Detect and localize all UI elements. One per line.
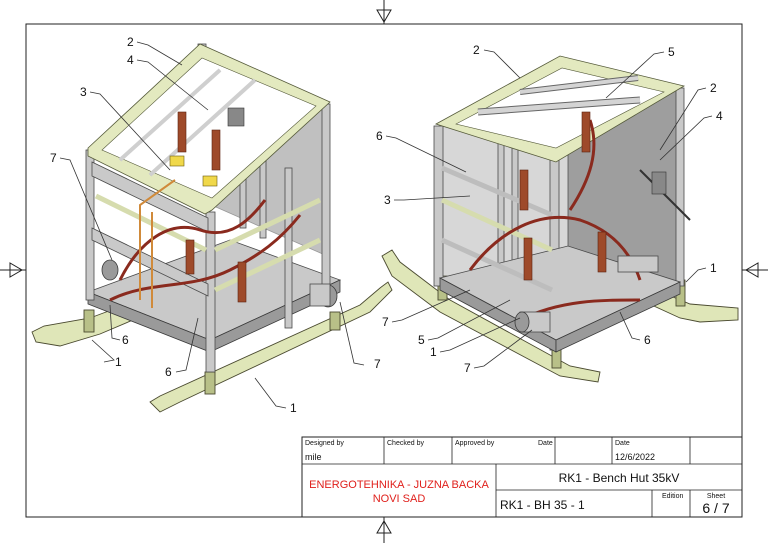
drawing-number: RK1 - BH 35 - 1	[500, 498, 585, 512]
callout-7: 7	[464, 361, 471, 375]
centering-mark-left	[0, 262, 26, 278]
callout-1: 1	[710, 261, 717, 275]
right-cable	[468, 215, 642, 281]
centering-mark-top	[376, 0, 392, 24]
callout-6: 6	[644, 333, 651, 347]
callout-7: 7	[374, 357, 381, 371]
left-busbar	[139, 179, 176, 300]
designer-name: mile	[305, 452, 322, 462]
title-block: Designed by Checked by Approved by Date …	[301, 436, 743, 518]
right-insulator	[519, 169, 529, 211]
callout-2: 2	[710, 81, 717, 95]
drawing-title: RK1 - Bench Hut 35kV	[559, 471, 680, 485]
right-cable-termination	[617, 255, 659, 273]
edition-label: Edition	[662, 493, 684, 500]
right-view-leaders	[385, 49, 713, 369]
callout-6: 6	[376, 129, 383, 143]
right-skid-front	[381, 249, 601, 383]
left-insulator	[237, 261, 247, 303]
right-insulator	[597, 231, 607, 273]
right-view-callouts: 2 5 6 2 4 3 1 7 5 1 6 7	[376, 43, 723, 375]
company-name: ENERGOTEHNIKA - JUZNA BACKA	[309, 479, 489, 491]
left-view-leaders	[59, 41, 365, 409]
callout-3: 3	[80, 85, 87, 99]
callout-6: 6	[122, 333, 129, 347]
checked-by-label: Checked by	[387, 440, 424, 447]
sheet-number: 6 / 7	[702, 500, 729, 516]
right-switch-box	[651, 171, 667, 195]
left-cable-end	[101, 259, 119, 281]
callout-6: 6	[165, 365, 172, 379]
left-front-rail	[91, 227, 209, 297]
right-post	[433, 125, 444, 287]
callout-5: 5	[668, 45, 675, 59]
designed-by-label: Designed by	[305, 440, 344, 447]
left-cable	[109, 214, 302, 302]
left-isometric-view	[31, 43, 393, 413]
centering-mark-right	[742, 262, 768, 278]
right-isometric-view	[381, 55, 739, 383]
date-label: Date	[615, 440, 630, 447]
callout-7: 7	[50, 151, 57, 165]
left-post	[284, 167, 293, 329]
left-switch-handle	[202, 175, 218, 187]
callout-1: 1	[430, 345, 437, 359]
right-insulator	[581, 111, 591, 153]
callout-1: 1	[290, 401, 297, 415]
callout-7: 7	[382, 315, 389, 329]
left-top-device	[227, 107, 245, 127]
callout-2: 2	[473, 43, 480, 57]
left-skid-post	[83, 309, 95, 333]
callout-2: 2	[127, 35, 134, 49]
drawing-date: 12/6/2022	[615, 452, 655, 462]
left-skid-post	[329, 311, 341, 331]
left-post	[321, 103, 331, 305]
left-switch-handle	[169, 155, 185, 167]
date-label: Date	[538, 440, 553, 447]
callout-4: 4	[716, 109, 723, 123]
left-view-callouts: 2 4 3 7 6 1 6 7 1	[50, 35, 381, 415]
left-cable-termination	[309, 283, 331, 307]
right-insulator	[523, 237, 533, 281]
left-insulator	[211, 129, 221, 171]
left-insulator	[177, 111, 187, 153]
centering-mark-bottom	[376, 517, 392, 543]
callout-1: 1	[115, 355, 122, 369]
company-city: NOVI SAD	[373, 493, 426, 505]
left-skid-post	[204, 371, 216, 395]
sheet-label: Sheet	[707, 493, 725, 500]
approved-by-label: Approved by	[455, 440, 495, 447]
callout-3: 3	[384, 193, 391, 207]
right-cable-end	[514, 311, 530, 333]
left-insulator	[185, 239, 195, 275]
callout-4: 4	[127, 53, 134, 67]
right-cable	[568, 119, 596, 211]
right-operating-handle	[639, 169, 691, 221]
callout-5: 5	[418, 333, 425, 347]
